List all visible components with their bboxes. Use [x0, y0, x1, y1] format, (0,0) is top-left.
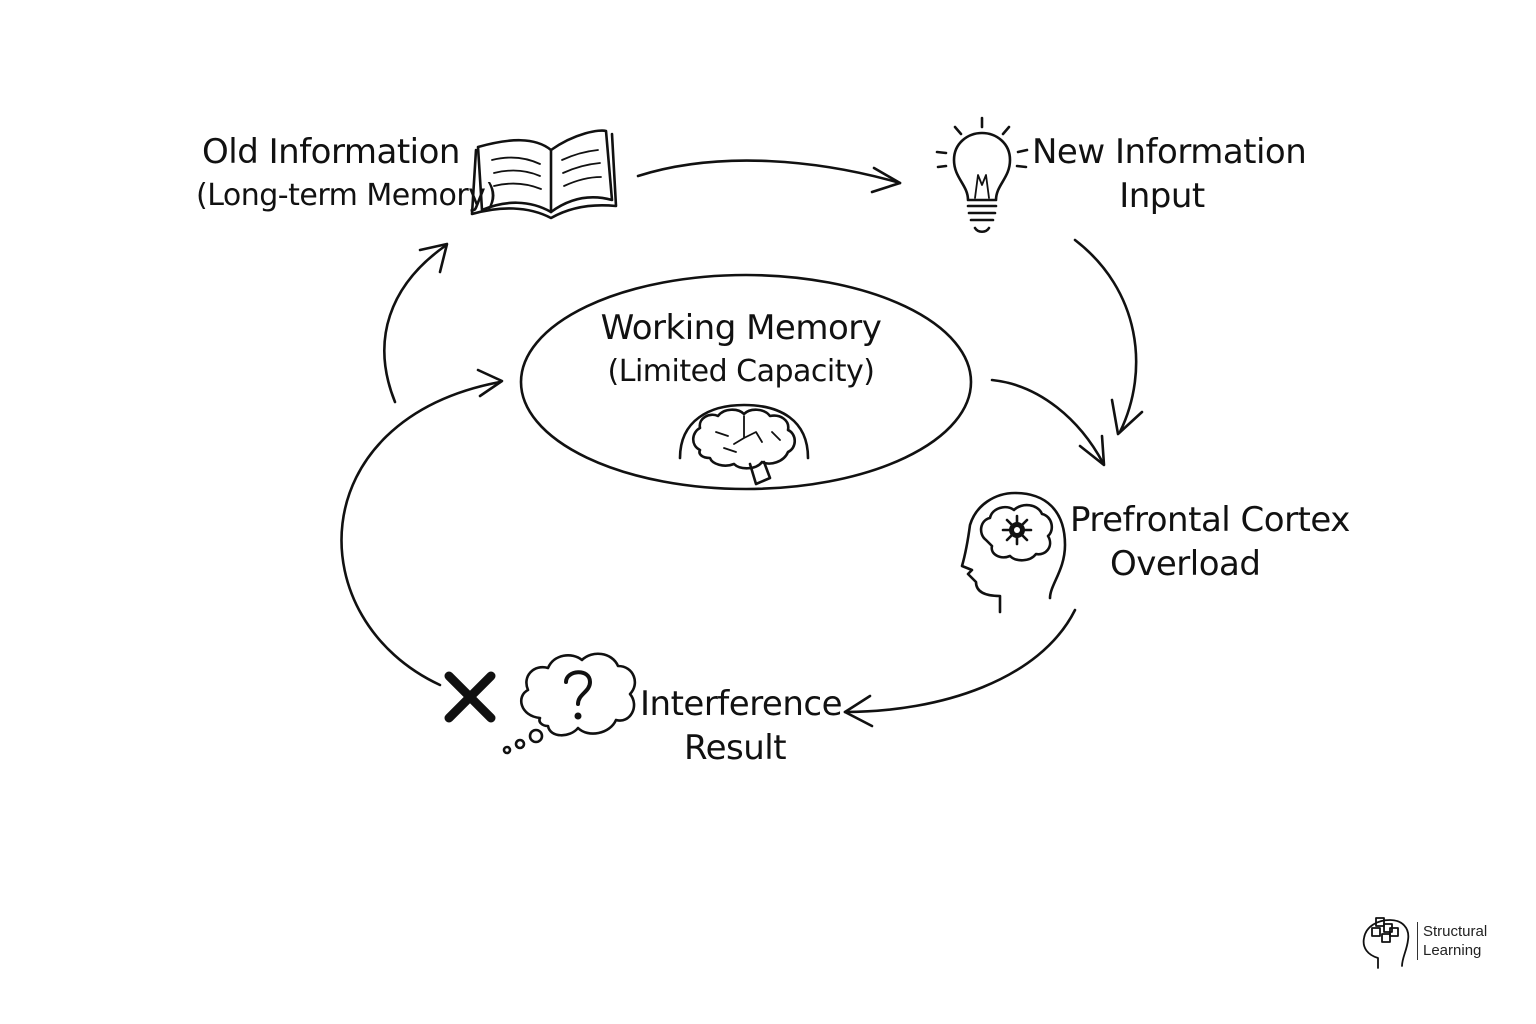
head-gear-icon — [960, 491, 1067, 614]
arrow-working-to-prefrontal — [990, 378, 1106, 467]
arrow-loop-to-old — [383, 242, 449, 404]
arrow-old-to-new — [636, 159, 902, 194]
working-memory-subtitle: (Limited Capacity) — [607, 354, 875, 389]
old-information-subtitle: (Long-term Memory) — [196, 178, 497, 213]
old-information-title: Old Information — [202, 132, 460, 172]
brand-name-line1: Structural — [1423, 923, 1488, 940]
interference-title: Interference — [640, 684, 843, 724]
prefrontal-cortex-label: Prefrontal Cortex Overload — [1070, 498, 1350, 586]
working-memory-title: Working Memory — [600, 308, 882, 348]
arrow-prefrontal-to-interference — [843, 608, 1077, 728]
prefrontal-cortex-title: Prefrontal Cortex — [1070, 500, 1350, 540]
book-icon — [470, 129, 618, 220]
brain-icon — [678, 403, 810, 486]
working-memory-ellipse — [519, 273, 973, 491]
interference-subtitle: Result — [683, 728, 787, 768]
new-information-title: New Information — [1032, 132, 1307, 172]
arrow-interference-to-working — [340, 368, 504, 687]
prefrontal-cortex-subtitle: Overload — [1110, 544, 1261, 584]
thought-cloud-question-icon — [502, 652, 637, 755]
cross-icon — [444, 671, 496, 723]
arrow-new-to-prefrontal — [1073, 238, 1144, 436]
new-information-label: New Information Input — [1032, 130, 1307, 218]
lightbulb-icon — [935, 116, 1029, 234]
new-information-subtitle: Input — [1119, 176, 1205, 216]
brand-name-line2: Learning — [1423, 942, 1482, 959]
interference-label: Interference Result — [640, 682, 843, 770]
brand-logo-text: Structural Learning — [1417, 922, 1487, 960]
working-memory-label: Working Memory (Limited Capacity) — [596, 306, 886, 394]
logo-icon — [1362, 917, 1410, 969]
old-information-label: Old Information (Long-term Memory) — [196, 130, 497, 218]
